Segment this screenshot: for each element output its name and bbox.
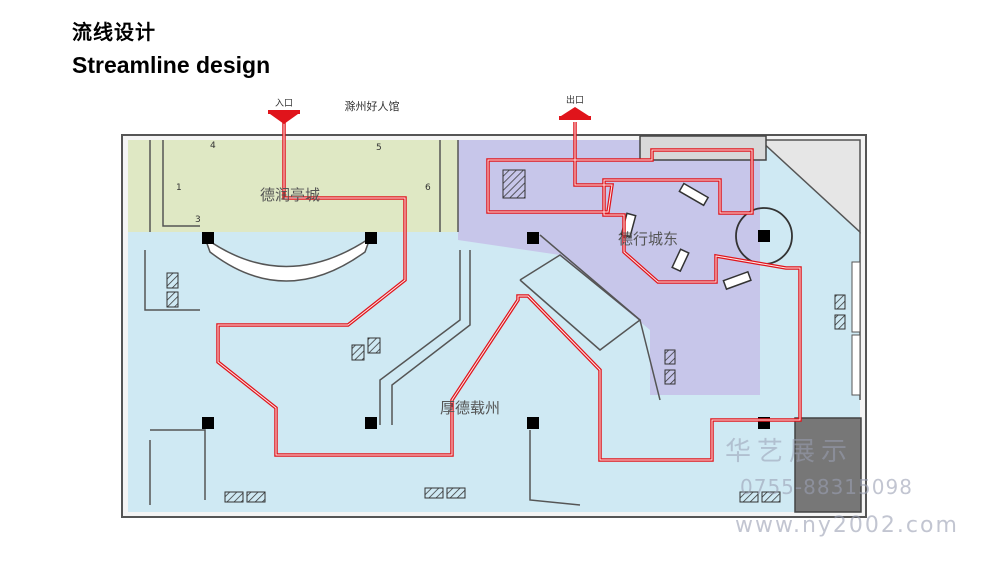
exit-arrow-icon <box>561 107 589 116</box>
zone-purple <box>458 140 760 395</box>
exit-label: 出口 <box>566 94 584 106</box>
zone-label-blue: 厚德载州 <box>440 399 500 417</box>
area-number: 1 <box>176 183 182 193</box>
entrance-label: 入口 <box>275 98 293 109</box>
watermark-brand: 华艺展示 <box>725 437 853 467</box>
zone-label-green: 德润亭城 <box>260 186 320 204</box>
watermark-phone: 0755-88315098 <box>740 475 913 499</box>
hall-name: 滁州好人馆 <box>345 99 400 113</box>
watermark-url: www.ny2002.com <box>735 513 959 538</box>
area-number: 3 <box>195 215 201 225</box>
display-cases <box>166 169 846 503</box>
curved-stage <box>203 236 372 282</box>
corner-structure <box>758 139 861 234</box>
wall-cases <box>851 261 861 396</box>
interior-walls <box>144 134 861 506</box>
visitor-route-inner <box>217 122 801 461</box>
page-title-en: Streamline design <box>72 52 271 78</box>
zone-label-purple: 德行城东 <box>618 230 678 248</box>
entrance-bar <box>268 110 300 114</box>
top-right-counter <box>639 135 767 161</box>
zone-green <box>128 140 458 232</box>
exit-bar <box>559 116 591 120</box>
area-number: 5 <box>376 143 382 153</box>
round-table-center <box>758 230 770 242</box>
area-number: 6 <box>425 183 431 193</box>
entrance-arrow-icon <box>270 114 298 124</box>
bottom-right-room <box>794 417 862 513</box>
page-title-cn: 流线设计 <box>72 20 156 44</box>
area-number: 4 <box>210 141 216 151</box>
